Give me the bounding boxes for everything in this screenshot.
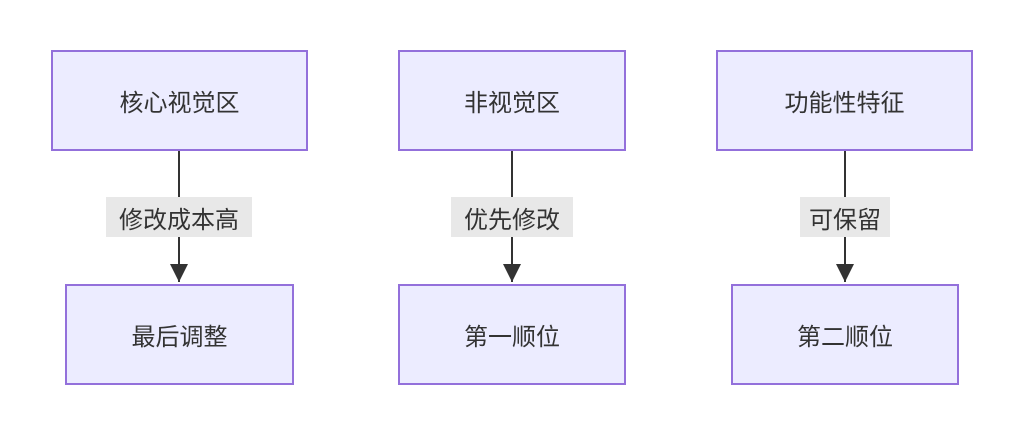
node-functional-feature: 功能性特征	[716, 50, 973, 151]
node-final-adjustment: 最后调整	[65, 284, 294, 385]
edge-label-can-keep: 可保留	[800, 197, 890, 237]
node-core-visual-area: 核心视觉区	[51, 50, 308, 151]
node-first-priority: 第一顺位	[398, 284, 626, 385]
edge-label-priority-modify: 优先修改	[451, 197, 573, 237]
node-second-priority: 第二顺位	[731, 284, 959, 385]
edge-label-high-modification-cost: 修改成本高	[106, 197, 252, 237]
node-non-visual-area: 非视觉区	[398, 50, 626, 151]
